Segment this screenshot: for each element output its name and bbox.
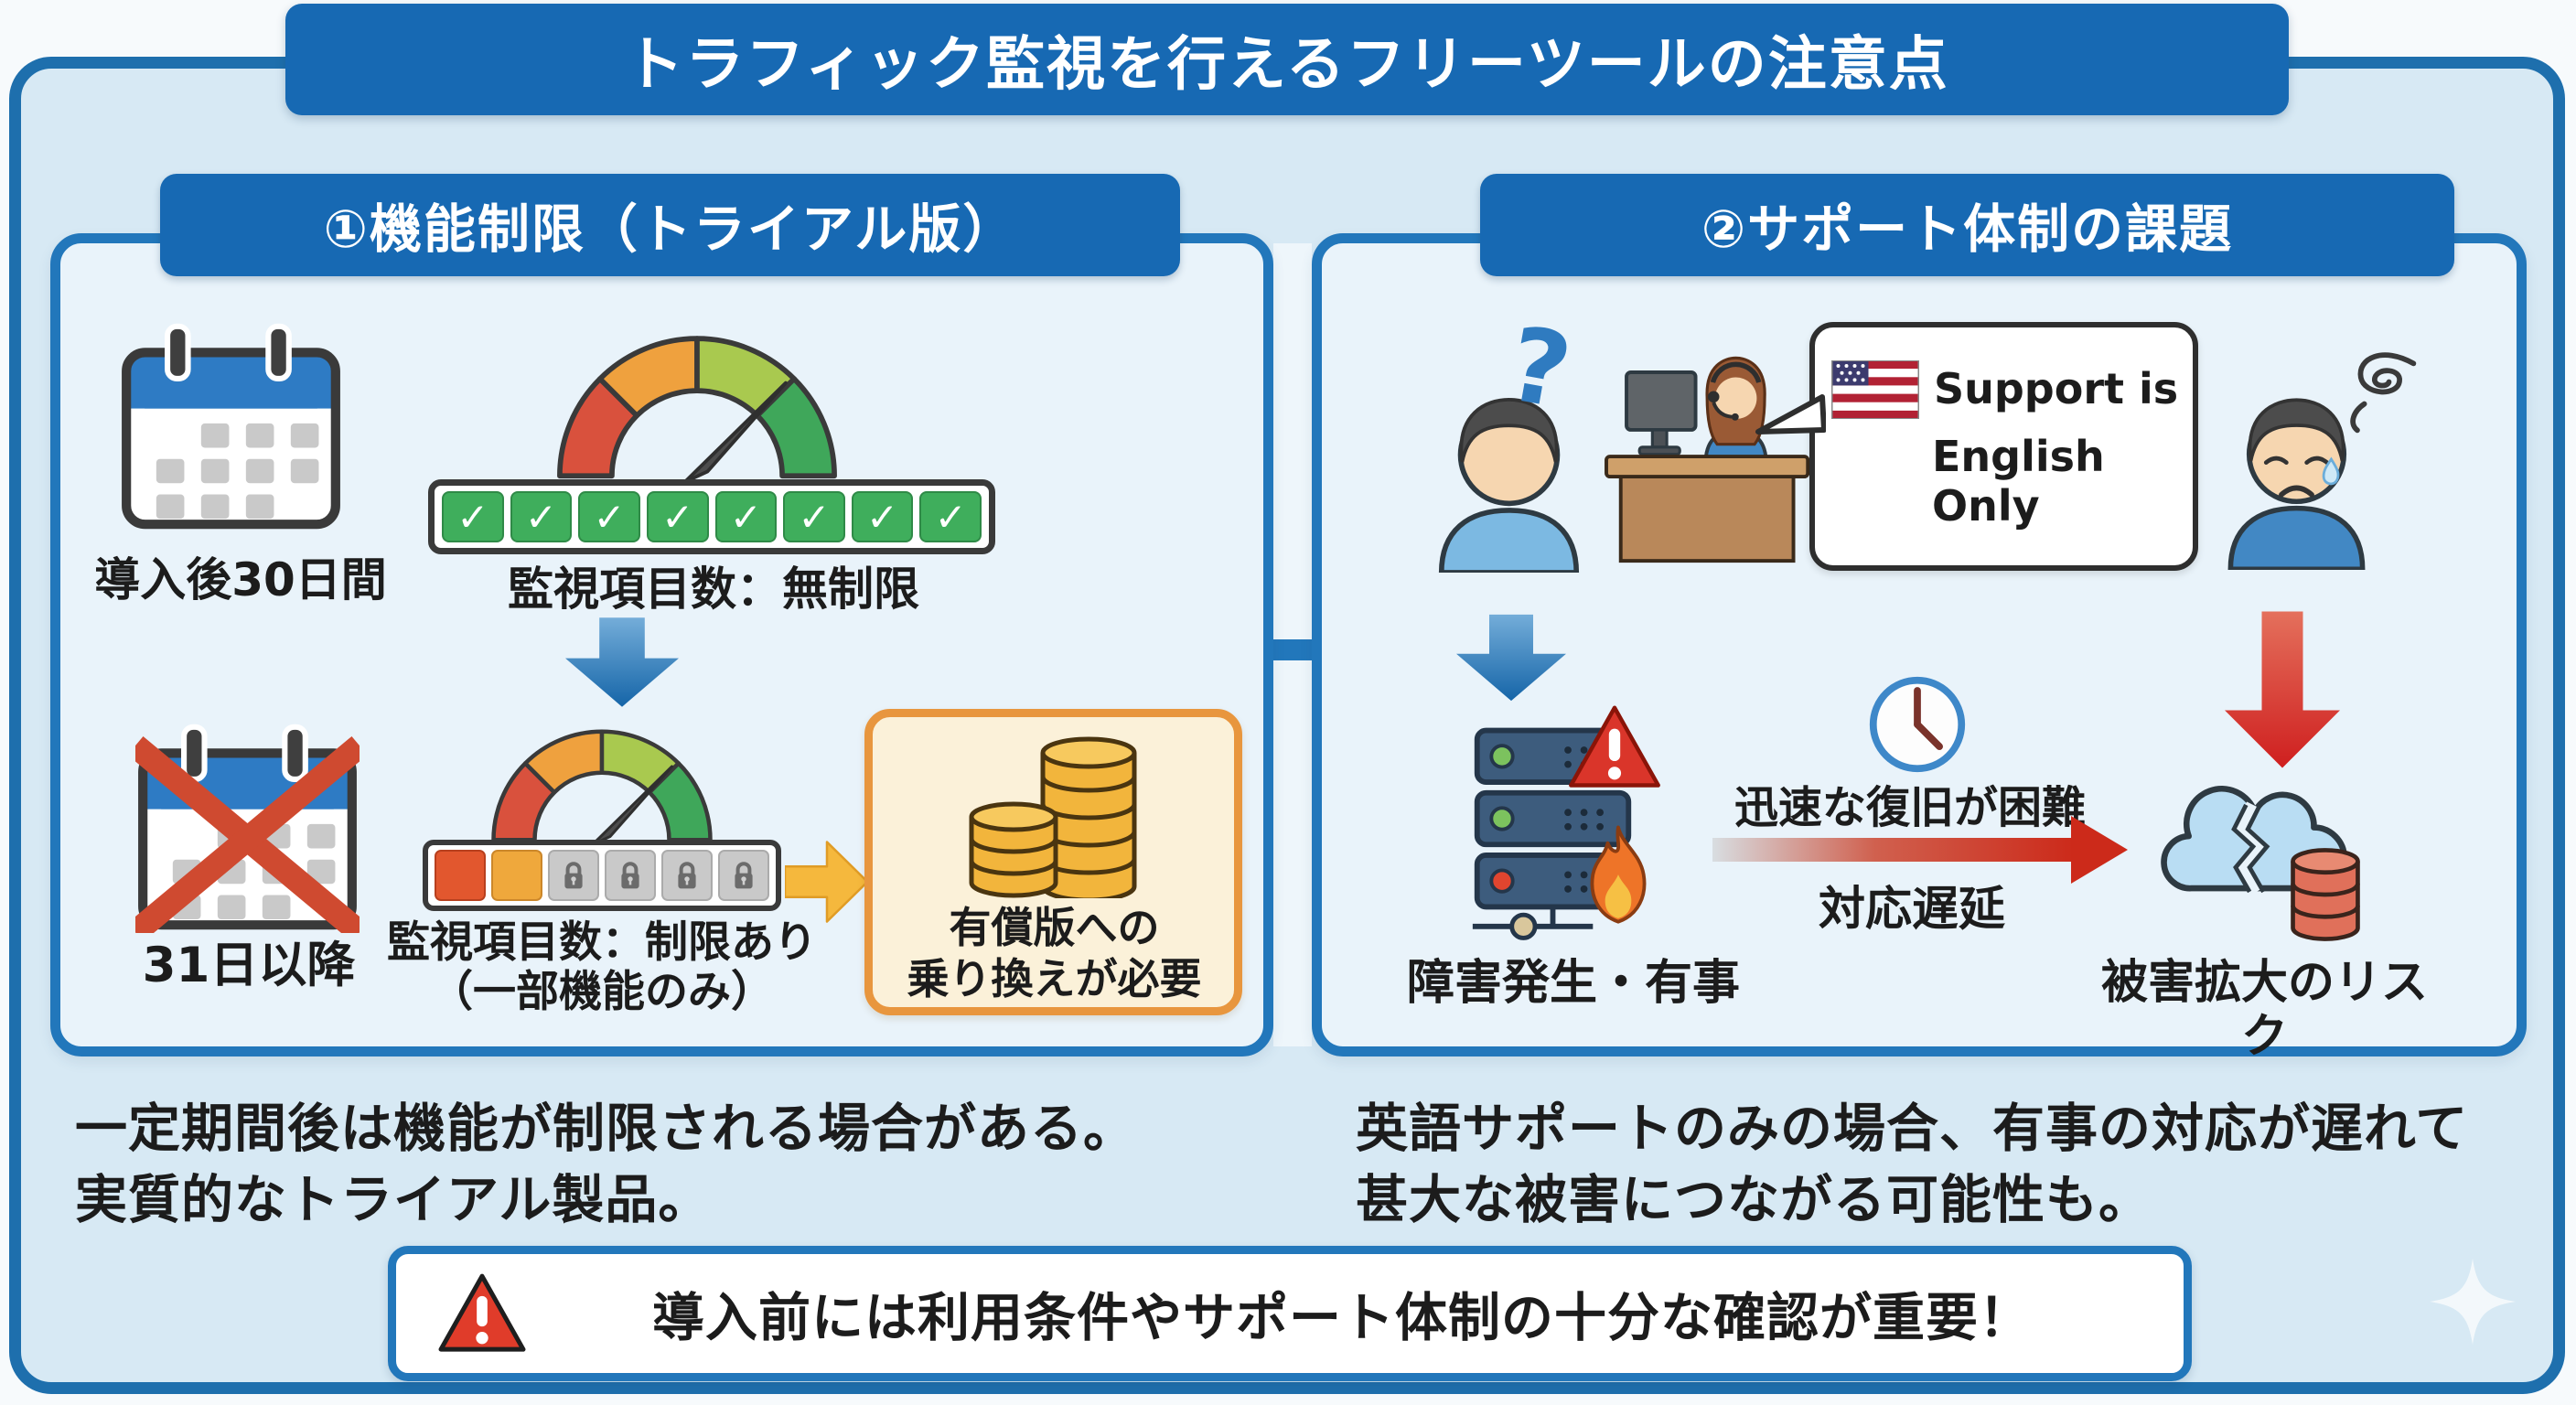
paid-box-text-1: 有償版への: [949, 903, 1160, 952]
lock-icon: [548, 850, 599, 901]
down-arrow-icon: [565, 617, 679, 707]
confused-person-icon: [1438, 398, 1580, 573]
clock-icon: [1869, 676, 1966, 773]
database-icon: [2291, 848, 2360, 941]
sparkle-icon: [2430, 1259, 2516, 1345]
expired-label: 31日以降: [142, 938, 356, 993]
check-icon: ✓: [578, 491, 640, 542]
unlimited-items-label: 監視項目数：無制限: [508, 563, 919, 616]
checkbox-bar: ✓ ✓ ✓ ✓ ✓ ✓ ✓ ✓: [428, 479, 995, 554]
check-icon: ✓: [510, 491, 573, 542]
paid-box-text-2: 乗り換えが必要: [907, 954, 1202, 1003]
lock-icon: [605, 850, 656, 901]
calendar-icon: [122, 323, 340, 530]
check-icon: ✓: [442, 491, 504, 542]
panel2-summary-1: 英語サポートのみの場合、有事の対応が遅れて: [1356, 1099, 2469, 1159]
risk-label: 被害拡大のリスク: [2100, 956, 2428, 1064]
check-icon: ✓: [783, 491, 845, 542]
red-down-arrow-icon: [2225, 611, 2340, 768]
page-title: トラフィック監視を行えるフリーツールの注意点: [285, 4, 2289, 115]
check-icon: ✓: [646, 491, 709, 542]
footer-warning-text: 導入前には利用条件やサポート体制の十分な確認が重要！: [652, 1288, 2032, 1348]
panel1-header: ①機能制限（トライアル版）: [160, 174, 1180, 276]
active-item-square: [491, 850, 542, 901]
frustrated-person-icon: [2227, 398, 2366, 570]
lock-icon: [661, 850, 713, 901]
support-agent-desk-icon: [1605, 356, 1810, 563]
scribble-icon: [2350, 352, 2417, 434]
warning-triangle-icon: [438, 1273, 526, 1352]
panel1-summary-2: 実質的なトライアル製品。: [75, 1170, 712, 1230]
speech-bubble-tail: [1755, 394, 1826, 434]
footer-warning-banner: 導入前には利用条件やサポート体制の十分な確認が重要！: [388, 1246, 2192, 1381]
panel2-summary-2: 甚大な被害につながる可能性も。: [1356, 1170, 2152, 1230]
delay-arrow-head: [2071, 816, 2128, 884]
down-arrow-icon: [1456, 614, 1566, 702]
bubble-text-2: English Only: [1932, 432, 2105, 531]
recovery-difficult-label: 迅速な復旧が困難: [1733, 782, 2086, 833]
us-flag-icon: [1831, 360, 1919, 419]
gauge-unlimited-icon: [557, 336, 837, 480]
calendar-crossed-icon: [135, 724, 360, 933]
question-icon: ?: [1499, 305, 1580, 433]
check-icon: ✓: [714, 491, 778, 542]
right-arrow-icon: [785, 841, 869, 923]
limited-items-label-1: 監視項目数：制限あり: [387, 917, 817, 968]
panel-connector-line: [1262, 639, 1323, 660]
incident-label: 障害発生・有事: [1406, 956, 1740, 1011]
coins-icon: [969, 736, 1137, 898]
active-item-square: [435, 850, 486, 901]
limited-items-label-2: （一部機能のみ）: [430, 967, 774, 1017]
panel1-summary-1: 一定期間後は機能が制限される場合がある。: [75, 1099, 1136, 1159]
trial-period-label: 導入後30日間: [94, 553, 387, 606]
lock-icon: [718, 850, 769, 901]
panel2-header: ②サポート体制の課題: [1480, 174, 2454, 276]
fire-icon: [1590, 825, 1647, 924]
check-icon: ✓: [919, 491, 982, 542]
delay-label: 対応遅延: [1818, 883, 2005, 937]
check-icon: ✓: [851, 491, 914, 542]
lock-bar: [423, 840, 781, 911]
gauge-limited-icon: [491, 729, 713, 843]
warning-triangle-icon: [1569, 705, 1660, 788]
delay-arrow-icon: [1712, 838, 2075, 862]
bubble-text-1: Support is: [1934, 364, 2179, 413]
